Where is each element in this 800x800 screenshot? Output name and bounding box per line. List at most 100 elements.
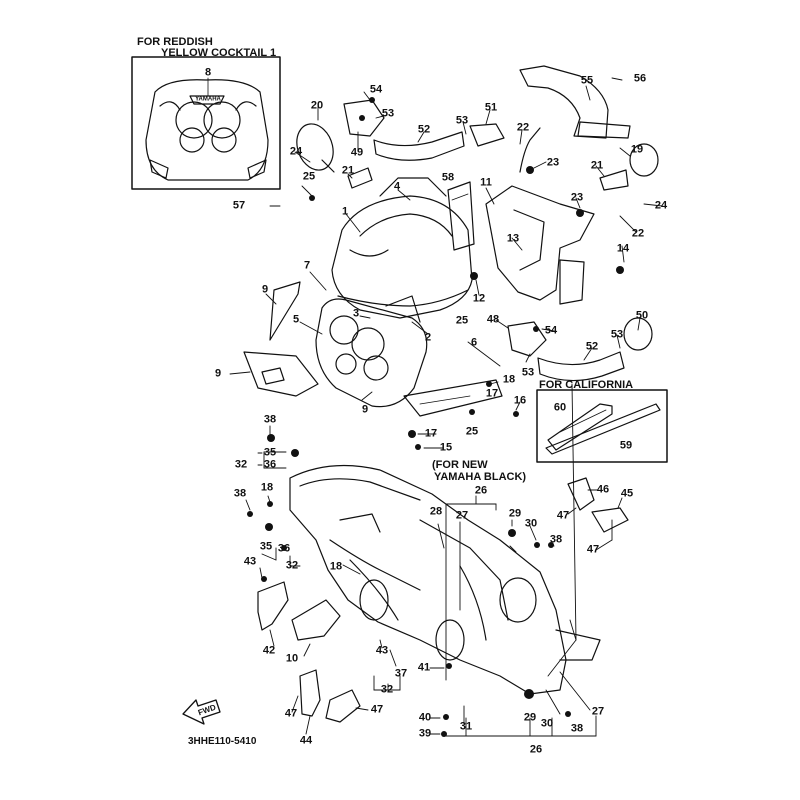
part-label-19: 19 (630, 143, 644, 156)
part-label-32a: 32 (234, 458, 248, 471)
part-label-24a: 24 (289, 145, 303, 158)
part-label-8: 8 (204, 66, 212, 79)
part-label-46: 46 (596, 483, 610, 496)
part-label-35a: 35 (263, 446, 277, 459)
part-label-6: 6 (470, 336, 478, 349)
part-label-50: 50 (635, 309, 649, 322)
part-label-41: 41 (417, 661, 431, 674)
leader-lines (229, 77, 663, 737)
part-label-51: 51 (484, 101, 498, 114)
part-label-30b: 30 (540, 717, 554, 730)
part-label-9c: 9 (361, 403, 369, 416)
part-label-18a: 18 (502, 373, 516, 386)
part-label-48: 48 (486, 313, 500, 326)
part-label-18c: 18 (329, 560, 343, 573)
part-label-11: 11 (480, 176, 492, 189)
new-black-note-line2: YAMAHA BLACK) (434, 471, 527, 483)
part-label-58: 58 (441, 171, 455, 184)
new-black-note-line1: (FOR NEW (432, 459, 488, 471)
part-label-30a: 30 (524, 517, 538, 530)
part-label-14: 14 (616, 242, 630, 255)
part-label-44: 44 (299, 734, 313, 747)
part-label-28: 28 (429, 505, 443, 518)
part-label-16: 16 (513, 394, 527, 407)
part-label-56: 56 (633, 72, 647, 85)
part-label-21b: 21 (590, 159, 604, 172)
part-label-42: 42 (262, 644, 276, 657)
part-label-36a: 36 (263, 458, 277, 471)
part-label-40: 40 (418, 711, 432, 724)
part-label-60: 60 (553, 401, 567, 414)
part-label-24b: 24 (654, 199, 668, 212)
part-label-31: 31 (459, 720, 473, 733)
part-label-13: 13 (506, 232, 520, 245)
right-mirror (519, 65, 659, 191)
part-label-39: 39 (418, 727, 432, 740)
part-label-10: 10 (285, 652, 299, 665)
part-label-25c: 25 (465, 425, 479, 438)
part-label-25a: 25 (302, 170, 316, 183)
part-label-57: 57 (232, 199, 246, 212)
part-label-45: 45 (620, 487, 634, 500)
part-label-9a: 9 (261, 283, 269, 296)
part-label-29b: 29 (523, 711, 537, 724)
part-label-53a: 53 (381, 107, 395, 120)
headlight-cowling (315, 295, 503, 417)
part-label-53c: 53 (521, 366, 535, 379)
part-label-52a: 52 (417, 123, 431, 136)
lower-brackets (257, 477, 629, 723)
part-label-12: 12 (472, 292, 486, 305)
part-label-4: 4 (393, 180, 401, 193)
part-label-26a: 26 (474, 484, 488, 497)
part-label-17a: 17 (424, 427, 438, 440)
part-label-59: 59 (619, 439, 633, 452)
diagram-code: 3HHE110-5410 (188, 736, 257, 747)
part-label-37: 37 (394, 667, 408, 680)
part-label-47a: 47 (556, 509, 570, 522)
left-duct-assembly (296, 99, 505, 189)
california-inset-title: FOR CALIFORNIA (539, 379, 634, 391)
part-label-43b: 43 (375, 644, 389, 657)
part-label-52b: 52 (585, 340, 599, 353)
fairing-stay (485, 127, 595, 305)
part-label-20: 20 (310, 99, 324, 112)
part-label-22b: 22 (631, 227, 645, 240)
part-label-25b: 25 (455, 314, 469, 327)
part-label-38c: 38 (549, 533, 563, 546)
part-label-38d: 38 (570, 722, 584, 735)
part-label-18b: 18 (260, 481, 274, 494)
side-panels (243, 281, 319, 397)
fasteners (247, 97, 624, 737)
part-label-53d: 53 (610, 328, 624, 341)
california-inset-box (536, 389, 668, 463)
part-label-21a: 21 (341, 164, 355, 177)
part-label-54a: 54 (369, 83, 383, 96)
part-label-43a: 43 (243, 555, 257, 568)
part-label-17b: 17 (485, 387, 499, 400)
reddish-inset-title-line1: FOR REDDISH (137, 36, 213, 48)
part-label-5: 5 (292, 313, 300, 326)
part-label-29a: 29 (508, 507, 522, 520)
yamaha-emblem-text: YAMAHA (195, 96, 221, 103)
part-label-15: 15 (439, 441, 453, 454)
part-label-47c: 47 (284, 707, 298, 720)
part-label-38a: 38 (263, 413, 277, 426)
part-label-38b: 38 (233, 487, 247, 500)
part-label-23a: 23 (546, 156, 560, 169)
right-duct-assembly (507, 317, 653, 382)
part-label-54b: 54 (544, 324, 558, 337)
part-label-53b: 53 (455, 114, 469, 127)
part-label-3: 3 (352, 307, 360, 320)
part-label-32b: 32 (285, 559, 299, 572)
part-label-47d: 47 (370, 703, 384, 716)
part-label-22a: 22 (516, 121, 530, 134)
reddish-inset-title-line2: YELLOW COCKTAIL 1 (161, 47, 277, 59)
lower-cowling (289, 464, 601, 695)
part-label-7: 7 (303, 259, 311, 272)
part-label-47b: 47 (586, 543, 600, 556)
part-label-9b: 9 (214, 367, 222, 380)
part-label-27a: 27 (455, 509, 469, 522)
part-label-36b: 36 (277, 542, 291, 555)
